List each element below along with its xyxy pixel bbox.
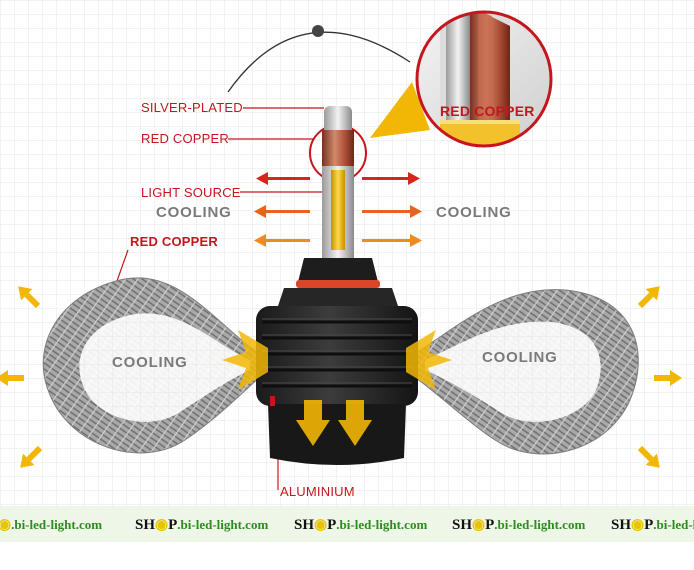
outer-arrows [0,286,682,468]
label-light-source: LIGHT SOURCE [141,185,241,200]
watermark-5: SH◉P.bi-led-light.com [611,517,694,533]
label-cooling-upper-left: COOLING [156,204,232,221]
side-flow-arrows [222,330,452,390]
heat-sink [256,306,418,465]
watermark-4: SH◉P.bi-led-light.com [452,517,586,533]
bulb-icon: ◉ [0,517,12,533]
label-red-copper-zoom: RED COPPER [440,103,535,119]
arc-dot [312,25,324,37]
led-chip [331,170,345,250]
bulb-icon: ◉ [472,517,486,533]
watermark-1: ◉.bi-led-light.com [0,517,103,533]
label-aluminium: ALUMINIUM [280,484,355,499]
connector-arc [227,31,411,93]
bulb-icon: ◉ [631,517,645,533]
watermark-band: ◉.bi-led-light.com SH◉P.bi-led-light.com… [0,506,694,542]
zoom-circle [415,10,553,148]
bulb-icon: ◉ [314,517,328,533]
zoom-beam [370,82,430,138]
bulb-base [278,258,398,306]
label-red-copper-braid: RED COPPER [130,234,218,249]
bulb-shaft [322,106,354,260]
watermark-3: SH◉P.bi-led-light.com [294,517,428,533]
watermark-2: SH◉P.bi-led-light.com [135,517,269,533]
label-silver-plated: SILVER-PLATED [141,100,243,115]
bulb-icon: ◉ [155,517,169,533]
label-cooling-left-loop: COOLING [112,354,188,371]
cooling-arrows [254,172,422,247]
label-red-copper-top: RED COPPER [141,131,229,146]
downflow-arrows [296,400,372,446]
label-cooling-right-loop: COOLING [482,349,558,366]
label-cooling-upper-right: COOLING [436,204,512,221]
